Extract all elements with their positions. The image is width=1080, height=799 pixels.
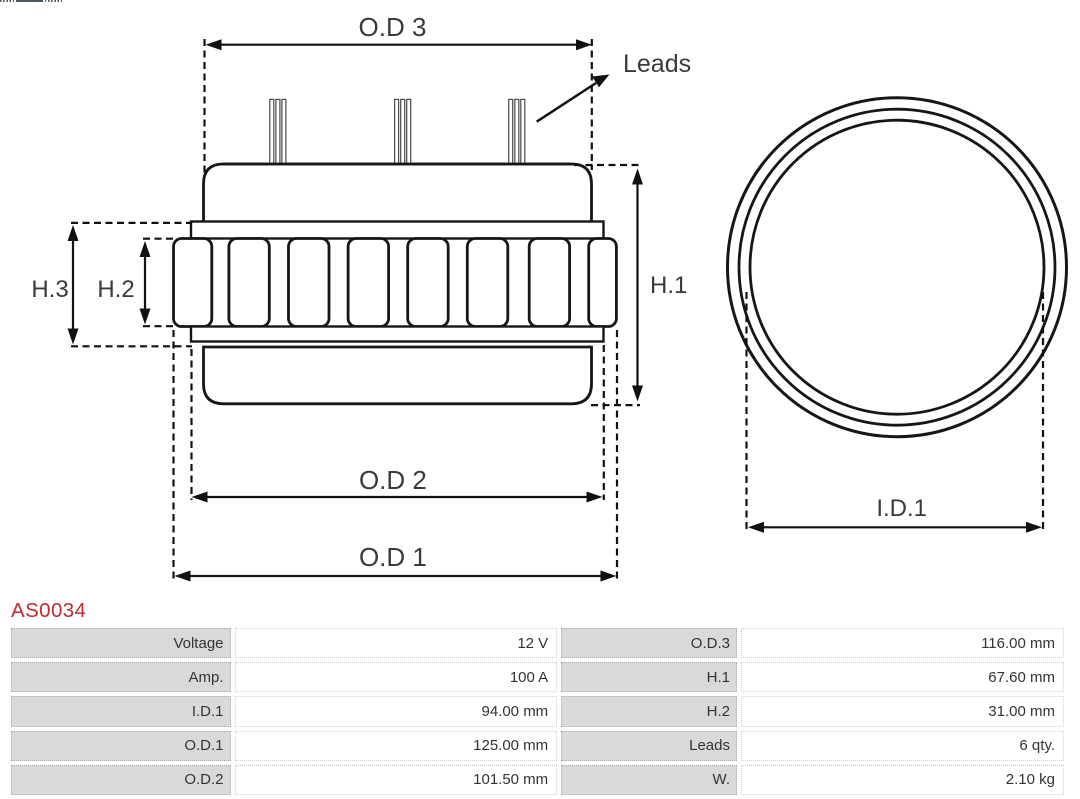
svg-text:H.1: H.1 [650,272,687,299]
svg-text:O.D 2: O.D 2 [359,465,427,495]
svg-text:H.2: H.2 [97,276,134,303]
svg-text:O.D 3: O.D 3 [359,12,427,42]
svg-text:H.3: H.3 [31,276,68,303]
svg-text:Leads: Leads [623,50,691,78]
svg-text:O.D 1: O.D 1 [359,542,427,572]
svg-text:I.D.1: I.D.1 [876,495,927,522]
